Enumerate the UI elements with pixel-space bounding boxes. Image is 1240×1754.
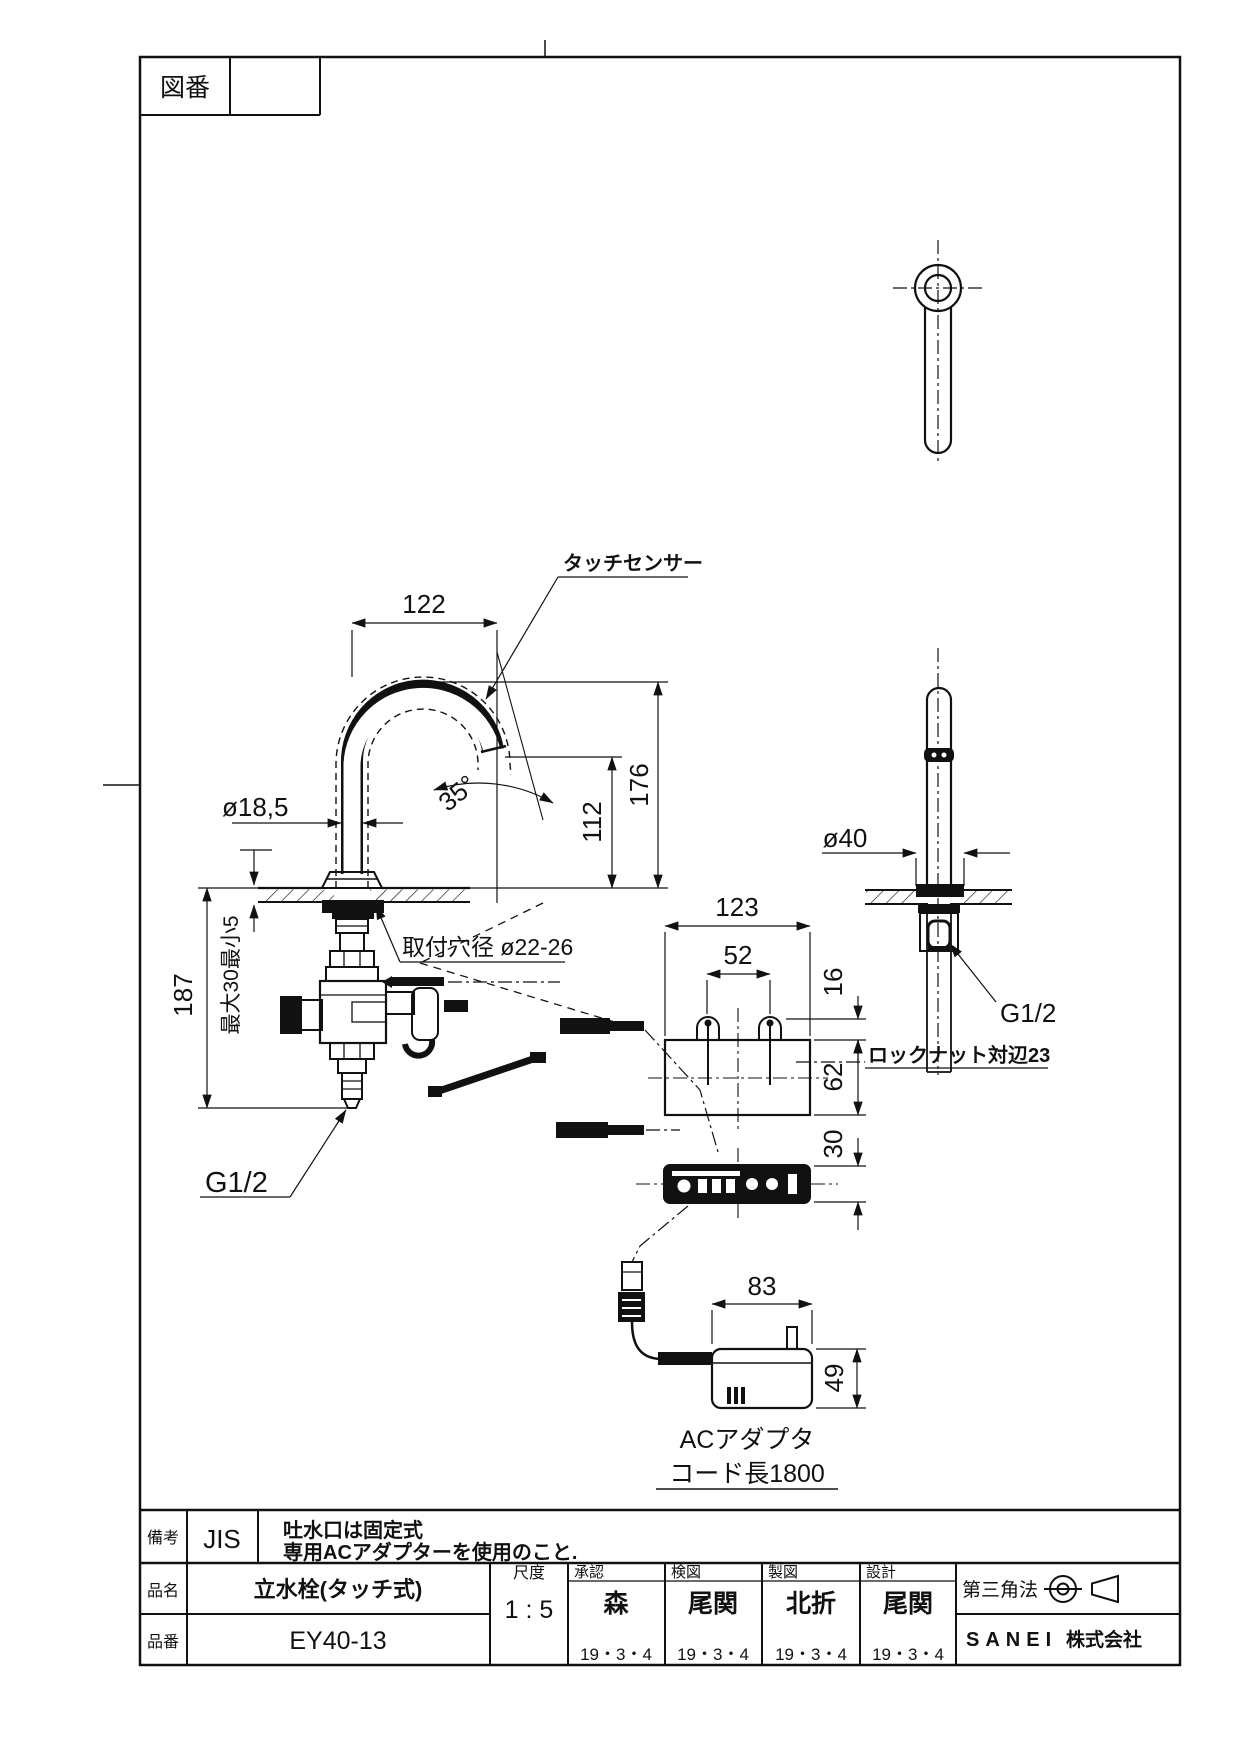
dim-adapter-width: 83	[748, 1271, 777, 1301]
dim-clip-span: 52	[724, 940, 753, 970]
top-view	[893, 240, 985, 462]
approval-column-kenzu: 検図 尾関 19・3・4	[671, 1564, 749, 1664]
approver-role: 検図	[671, 1564, 701, 1581]
spout-side	[925, 686, 953, 890]
spout-circle	[923, 273, 953, 303]
sensor-ring	[924, 748, 954, 762]
dim-body-dia: ø40	[823, 823, 868, 853]
lock-nut-side	[918, 904, 960, 913]
note-line1: 吐水口は固定式	[283, 1518, 423, 1542]
company-name: SANEI	[966, 1629, 1057, 1651]
approver-name: 尾関	[883, 1590, 933, 1618]
screw	[392, 977, 444, 986]
remarks-standard: JIS	[203, 1524, 241, 1554]
approval-column-sekkei: 設計 尾関 19・3・4	[866, 1564, 944, 1664]
g-fitting	[926, 919, 952, 950]
adapter-body	[710, 1347, 814, 1410]
company-suffix: 株式会社	[1066, 1628, 1142, 1651]
remarks-label: 備考	[147, 1529, 179, 1547]
lock-nut	[322, 900, 384, 913]
control-box	[648, 921, 866, 1230]
deck-thickness-note: 最大30最小5	[220, 915, 243, 1034]
approver-name: 北折	[786, 1590, 836, 1618]
hose-loop	[402, 1039, 436, 1059]
clip-right	[758, 1016, 782, 1040]
cable-plug-b	[556, 1122, 608, 1138]
product-name-label: 品名	[147, 1582, 179, 1600]
spout-tip-face	[480, 744, 507, 754]
dim-box-width: 123	[715, 892, 758, 922]
sensor-cable	[434, 1054, 538, 1096]
sensor-strip	[636, 1148, 838, 1220]
locknut-label: ロックナット対辺23	[868, 1044, 1050, 1067]
inlet-thread-label: G1/2	[205, 1167, 268, 1199]
approval-column-seizu: 製図 北折 19・3・4	[768, 1564, 847, 1664]
approval-date: 19・3・4	[580, 1645, 652, 1664]
scale-value: 1 : 5	[505, 1596, 554, 1624]
touch-sensor-label: タッチセンサー	[563, 552, 703, 575]
front-view-dimensions	[198, 576, 688, 1198]
drawing-number-label: 図番	[160, 74, 210, 102]
dc-plug	[621, 1261, 643, 1291]
cord-length-label: コード長1800	[669, 1460, 825, 1488]
dim-clip-height: 16	[818, 968, 848, 997]
dim-total-height: 176	[624, 763, 654, 806]
dim-adapter-height: 49	[819, 1364, 849, 1393]
spout-envelope-outer	[335, 676, 512, 888]
clip-left	[696, 1016, 720, 1040]
cable-parts	[382, 902, 719, 1153]
cord-plug	[658, 1352, 712, 1365]
dim-spout-height: 112	[577, 801, 607, 842]
counter-front	[258, 886, 470, 903]
dim-box-height: 62	[818, 1063, 848, 1092]
product-code-label: 品番	[147, 1633, 179, 1651]
product-code: EY40-13	[289, 1627, 386, 1655]
scale-label: 尺度	[513, 1564, 545, 1582]
ac-adapter-label: ACアダプタ	[680, 1426, 815, 1454]
projection-cone-icon	[1091, 1574, 1119, 1604]
projection-method-label: 第三角法	[962, 1579, 1038, 1601]
approval-date: 19・3・4	[872, 1645, 944, 1664]
dim-angle: 35°	[433, 769, 482, 817]
inlet-thread	[341, 1072, 363, 1100]
plug-prong	[786, 1326, 798, 1350]
approval-date: 19・3・4	[775, 1645, 847, 1664]
dim-strip: 30	[818, 1130, 848, 1159]
approver-role: 承認	[574, 1564, 604, 1581]
base-flange	[916, 884, 964, 897]
hex-nut	[329, 950, 375, 968]
side-thread-label: G1/2	[1000, 998, 1056, 1028]
sheet-frame	[103, 40, 1182, 1667]
title-block-grid	[140, 1508, 1180, 1665]
knob	[280, 996, 302, 1034]
ac-adapter	[618, 1205, 866, 1490]
approver-role: 設計	[866, 1564, 896, 1581]
mount-hole-label: 取付穴径 ø22-26	[402, 934, 573, 960]
front-view	[335, 676, 512, 888]
escutcheon	[320, 871, 384, 889]
cable-plug-a	[560, 1018, 610, 1034]
dim-spout-dia: ø18,5	[222, 792, 289, 822]
body-circle	[913, 263, 963, 313]
approval-date: 19・3・4	[677, 1645, 749, 1664]
third-angle-symbol	[1044, 1574, 1119, 1604]
approval-column-shonin: 承認 森 19・3・4	[574, 1564, 652, 1664]
approver-role: 製図	[768, 1564, 798, 1581]
spout-envelope-inner	[367, 708, 479, 888]
side-view	[796, 648, 1048, 1075]
spout-plan	[923, 307, 953, 455]
product-name: 立水栓(タッチ式)	[254, 1577, 423, 1602]
approver-name: 尾関	[688, 1590, 738, 1618]
dim-under-counter: 187	[168, 973, 198, 1016]
valve-body	[318, 979, 388, 1045]
note-line2: 専用ACアダプターを使用のこと.	[283, 1540, 577, 1564]
approver-name: 森	[603, 1590, 629, 1618]
faucet-body-front	[280, 871, 468, 1109]
cord	[630, 1321, 661, 1361]
dim-spout-reach: 122	[402, 589, 445, 619]
